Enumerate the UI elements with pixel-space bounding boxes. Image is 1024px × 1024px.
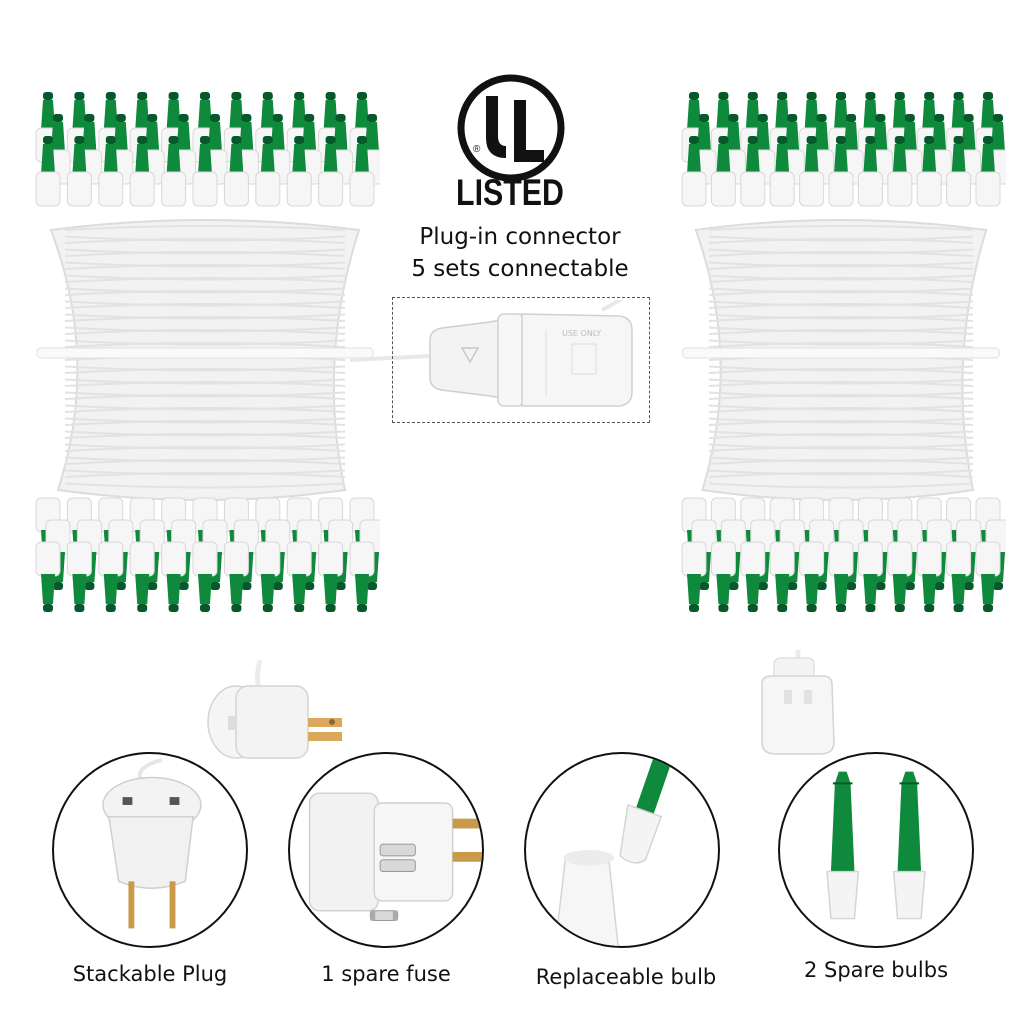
feature-caption-replaceable-bulb: Replaceable bulb	[535, 965, 717, 989]
plug-in-connector: USE ONLY	[349, 258, 682, 420]
connector-highlight-box	[392, 297, 650, 423]
svg-text:USE ONLY: USE ONLY	[562, 329, 601, 338]
ul-certification-logo: ®	[455, 72, 567, 184]
registered-mark: ®	[488, 138, 497, 150]
stackable-plug-image	[52, 752, 248, 948]
feature-caption-stackable-plug: Stackable Plug	[72, 962, 228, 986]
connector-callout-line2: 5 sets connectable	[411, 256, 629, 282]
feature-caption-spare-bulbs: 2 Spare bulbs	[803, 958, 949, 982]
ul-letter-l-mark	[510, 96, 550, 166]
svg-text:®: ®	[473, 144, 481, 155]
connector-callout-line1: Plug-in connector	[419, 224, 621, 250]
replaceable-bulb-image	[524, 752, 720, 948]
ul-listed-label: LISTED	[456, 172, 564, 213]
spare-fuse-image	[288, 752, 484, 948]
feature-caption-spare-fuse: 1 spare fuse	[321, 962, 451, 986]
light-string-cluster-left	[30, 30, 385, 670]
light-string-cluster-right	[676, 30, 1011, 670]
end-socket	[748, 650, 848, 760]
ul-letter-u-mark	[482, 92, 522, 162]
male-plug	[200, 659, 360, 770]
spare-bulbs-image	[778, 752, 974, 948]
